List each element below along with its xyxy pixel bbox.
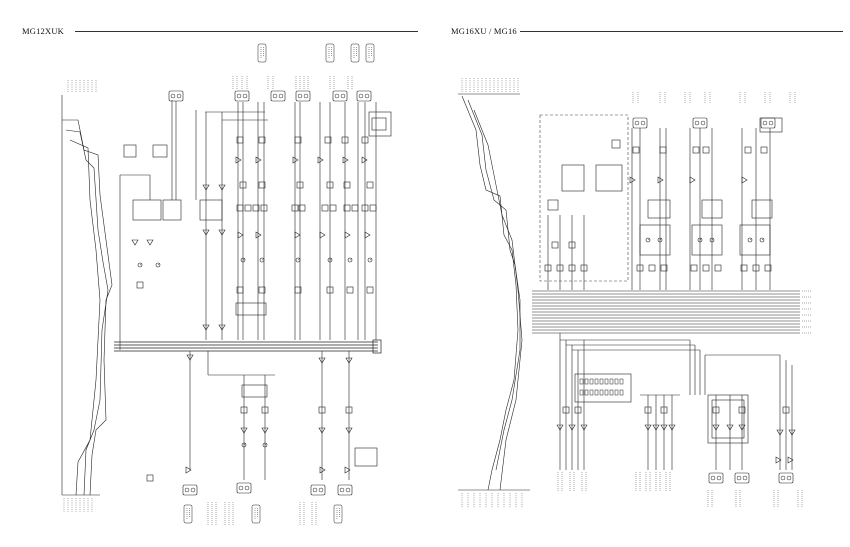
- left-page-title: MG12XUK: [22, 26, 65, 36]
- right-header-rule: [520, 31, 843, 32]
- left-schematic: [61, 43, 392, 525]
- left-level-diagram: [61, 95, 113, 496]
- right-level-diagram: [458, 93, 530, 491]
- right-page-title: MG16XU / MG16: [451, 26, 517, 36]
- left-header-rule: [75, 31, 418, 32]
- right-schematic: [458, 78, 812, 508]
